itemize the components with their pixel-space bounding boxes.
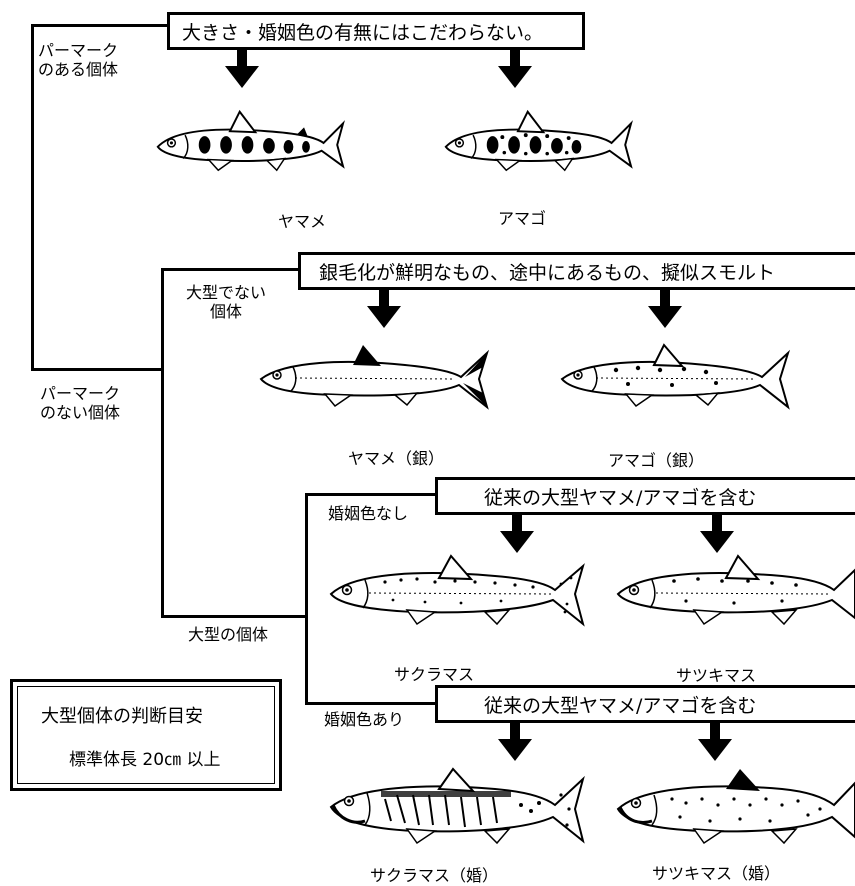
sakuramasu-nuptial-fish-illustration: [329, 767, 585, 845]
no-nuptial-criteria-box: 従来の大型ヤマメ/アマゴを含む: [435, 477, 855, 515]
silver-criteria-text: 銀毛化が鮮明なもの、途中にあるもの、擬似スモルト: [319, 261, 776, 284]
criterion-title: 大型個体の判断目安: [41, 706, 203, 727]
nuptial-criteria-box: 従来の大型ヤマメ/アマゴを含む: [435, 685, 855, 723]
arrow-down-icon: [367, 290, 401, 328]
satsukimasu-fish-illustration: [616, 554, 855, 626]
fish-name-sakuramasu: サクラマス: [394, 665, 475, 684]
arrow-down-icon: [225, 50, 259, 88]
arrow-down-icon: [698, 723, 732, 761]
fish-name-yamame: ヤマメ: [278, 212, 327, 231]
tree-branch-middle: [31, 368, 164, 371]
fish-name-amago: アマゴ: [498, 209, 547, 228]
fish-name-satsukimasu: サツキマス: [676, 666, 757, 685]
arrow-down-icon: [648, 290, 682, 328]
yamame-fish-illustration: [156, 109, 345, 172]
tree-branch-silver: [161, 268, 301, 271]
arrow-down-icon: [500, 515, 534, 553]
tree-branch-large: [161, 615, 308, 618]
fish-name-yamame-silver: ヤマメ（銀）: [348, 449, 445, 468]
branch-label-not-large: 大型でない 個体: [186, 283, 267, 321]
tree-trunk-left: [31, 24, 34, 371]
satsukimasu-nuptial-fish-illustration: [616, 769, 855, 845]
branch-label-nuptial-color: 婚姻色あり: [324, 710, 405, 729]
arrow-down-icon: [700, 515, 734, 553]
tree-branch-no-nuptial: [305, 493, 438, 496]
amago-fish-illustration: [444, 109, 633, 172]
tree-branch-top: [31, 24, 170, 27]
criterion-value: 標準体長 20㎝ 以上: [69, 750, 221, 770]
fish-name-sakuramasu-nuptial: サクラマス（婚）: [370, 866, 499, 885]
tree-branch-nuptial: [305, 702, 438, 705]
silver-criteria-box: 銀毛化が鮮明なもの、途中にあるもの、擬似スモルト: [298, 252, 855, 290]
branch-label-with-parr-marks: パーマーク のある個体: [38, 41, 119, 79]
tree-trunk-third: [305, 493, 308, 705]
fish-name-amago-silver: アマゴ（銀）: [608, 451, 705, 470]
yamame-silver-fish-illustration: [259, 345, 490, 410]
no-nuptial-criteria-text: 従来の大型ヤマメ/アマゴを含む: [484, 486, 757, 509]
branch-label-without-parr-marks: パーマーク のない個体: [40, 384, 121, 422]
large-size-criterion-box: 大型個体の判断目安 標準体長 20㎝ 以上: [10, 679, 282, 791]
parr-criteria-box: 大きさ・婚姻色の有無にはこだわらない。: [167, 12, 585, 50]
branch-label-large: 大型の個体: [188, 625, 269, 644]
nuptial-criteria-text: 従来の大型ヤマメ/アマゴを含む: [484, 694, 757, 717]
arrow-down-icon: [498, 723, 532, 761]
amago-silver-fish-illustration: [560, 343, 791, 410]
fish-name-satsukimasu-nuptial: サツキマス（婚）: [652, 864, 781, 883]
sakuramasu-fish-illustration: [329, 554, 585, 627]
tree-trunk-second: [161, 268, 164, 618]
parr-criteria-text: 大きさ・婚姻色の有無にはこだわらない。: [182, 21, 544, 44]
branch-label-no-nuptial-color: 婚姻色なし: [328, 504, 409, 523]
arrow-down-icon: [498, 50, 532, 88]
